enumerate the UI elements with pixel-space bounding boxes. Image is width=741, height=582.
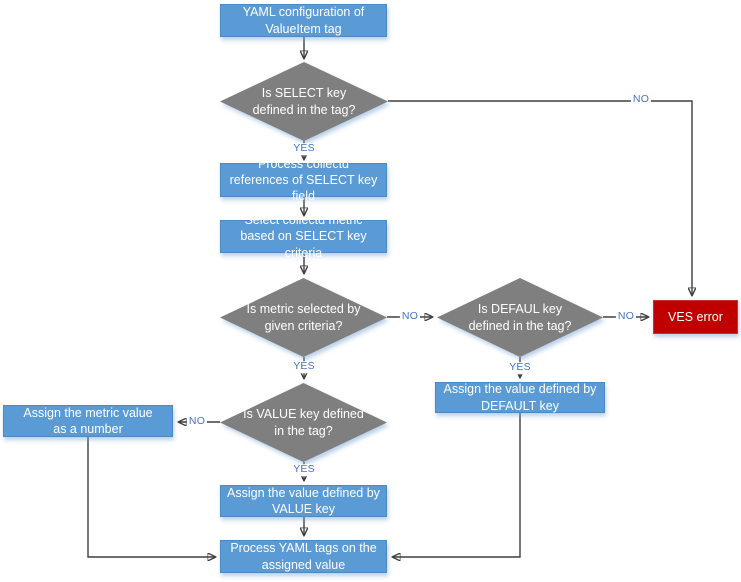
node-is-value-key-label: Is VALUE key defined in the tag?: [243, 407, 364, 438]
node-is-metric-selected-label: Is metric selected by given criteria?: [246, 302, 361, 333]
node-ves-error: VES error: [653, 300, 738, 334]
node-is-default-key-label: Is DEFAUL key defined in the tag?: [468, 302, 572, 333]
node-assign-default: Assign the value defined by DEFAULT key: [435, 382, 605, 413]
node-is-select-key: Is SELECT key defined in the tag?: [220, 62, 388, 141]
diamond-shape: Is DEFAUL key defined in the tag?: [437, 278, 603, 357]
node-is-value-key: Is VALUE key defined in the tag?: [220, 383, 387, 462]
connector-default-to-process-tags: [393, 413, 521, 557]
node-process-references-label: Process collectd references of SELECT ke…: [229, 156, 378, 204]
node-yaml-config: YAML configuration of ValueItem tag: [220, 4, 387, 37]
node-assign-value: Assign the value defined by VALUE key: [220, 485, 387, 517]
node-select-metric: Select collectd metric based on SELECT k…: [220, 213, 387, 260]
edge-label-select-yes: YES: [291, 142, 317, 155]
diamond-shape: Is VALUE key defined in the tag?: [220, 383, 387, 462]
edge-label-value-no: NO: [186, 415, 208, 428]
connector-number-to-process-tags: [87, 437, 215, 557]
edge-label-metric-no: NO: [399, 310, 421, 323]
edge-label-default-no: NO: [615, 310, 637, 323]
edge-label-value-yes: YES: [291, 463, 317, 476]
node-assign-value-label: Assign the value defined by VALUE key: [227, 485, 380, 516]
edge-label-select-no: NO: [630, 93, 652, 106]
diamond-shape: Is SELECT key defined in the tag?: [220, 62, 388, 141]
node-yaml-config-label: YAML configuration of ValueItem tag: [242, 5, 365, 36]
node-is-default-key: Is DEFAUL key defined in the tag?: [437, 278, 603, 357]
node-process-yaml-tags-label: Process YAML tags on the assigned value: [230, 541, 377, 572]
node-assign-metric-label: Assign the metric value as a number: [23, 405, 153, 436]
node-is-select-key-label: Is SELECT key defined in the tag?: [252, 86, 356, 117]
node-select-metric-label: Select collectd metric based on SELECT k…: [240, 213, 367, 260]
node-ves-error-label: VES error: [668, 309, 723, 324]
diamond-shape: Is metric selected by given criteria?: [220, 278, 387, 357]
node-process-references: Process collectd references of SELECT ke…: [220, 157, 387, 203]
node-is-metric-selected: Is metric selected by given criteria?: [220, 278, 387, 357]
node-process-yaml-tags: Process YAML tags on the assigned value: [220, 540, 387, 573]
edge-label-metric-yes: YES: [291, 360, 317, 373]
node-assign-default-label: Assign the value defined by DEFAULT key: [443, 382, 597, 413]
connector-select-no-to-ves: [388, 100, 692, 295]
edge-label-default-yes: YES: [507, 361, 533, 374]
node-assign-metric: Assign the metric value as a number: [3, 405, 173, 437]
